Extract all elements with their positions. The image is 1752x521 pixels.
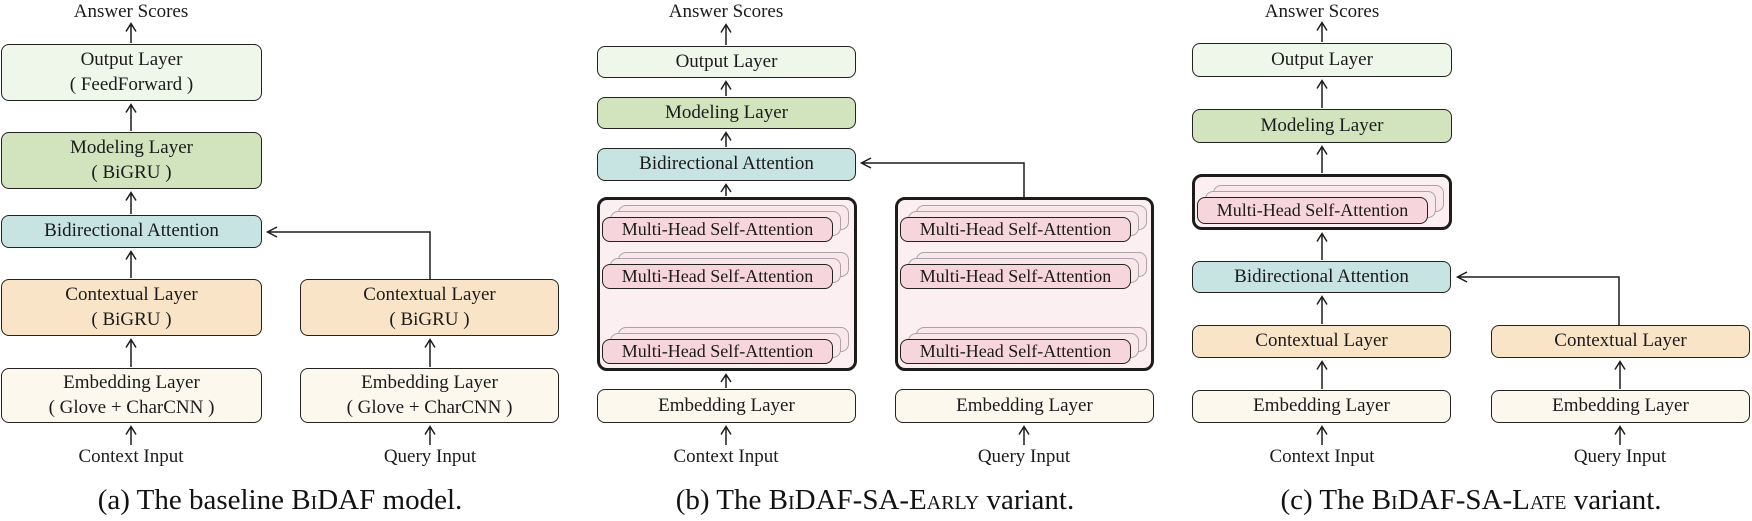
panel-c-context-contextual-title: Contextual Layer [1255,330,1388,352]
panel-a-modeling-layer-title: Modeling Layer [70,137,193,159]
panel-b-caption-post: variant. [979,484,1075,516]
panel-a-output-layer-title: Output Layer [80,49,183,71]
panel-b-qry-mhsa1-label: Multi-Head Self-Attention [919,219,1112,239]
panel-a-query-contextual-title: Contextual Layer [363,284,496,306]
panel-a-query-embedding-layer-box: Embedding Layer ( Glove + CharCNN ) [300,368,559,423]
panel-c-context-input-label: Context Input [1269,446,1375,467]
panel-c-query-contextual-title: Contextual Layer [1554,330,1687,352]
panel-c-caption-pre: (c) The [1280,484,1372,516]
panel-b-ctx-mhsa1-label: Multi-Head Self-Attention [621,219,814,239]
panel-b-bidirectional-attention-title: Bidirectional Attention [639,153,814,175]
panel-a-query-embedding-subtitle: ( Glove + CharCNN ) [346,396,513,418]
panel-c-output-layer-title: Output Layer [1271,48,1373,70]
panel-b-qry-mhsa2-label: Multi-Head Self-Attention [919,266,1112,286]
panel-b-ctx-mhsa3-label: Multi-Head Self-Attention [621,341,814,361]
panel-a-context-contextual-title: Contextual Layer [65,284,198,306]
panel-c-caption-post: variant. [1566,484,1662,516]
panel-a-context-contextual-subtitle: ( BiGRU ) [91,308,172,330]
panel-b-context-embedding-title: Embedding Layer [658,394,795,416]
panel-b-qry-mhsa2-card: Multi-Head Self-Attention [900,264,1131,289]
panel-a-output-layer-box: Output Layer ( FeedForward ) [1,44,262,101]
panel-a-query-input-label: Query Input [383,446,477,467]
panel-c-context-embedding-layer-box: Embedding Layer [1192,390,1451,423]
panel-a-caption-model-name: BiDAF [291,484,376,516]
panel-b-caption: (b) The BiDAF-SA-Early variant. [575,484,1175,517]
panel-c-context-contextual-layer-box: Contextual Layer [1192,325,1451,358]
panel-a-query-embedding-title: Embedding Layer [361,372,498,394]
panel-c-bidirectional-attention-box: Bidirectional Attention [1192,261,1451,293]
panel-b-query-self-attention-stack: Multi-Head Self-Attention Multi-Head Sel… [895,197,1154,371]
panel-b-output-layer-title: Output Layer [675,50,778,72]
panel-b-query-embedding-layer-box: Embedding Layer [895,389,1154,423]
panel-b-caption-model-name: BiDAF-SA-Early [768,484,980,516]
panel-c-query-embedding-layer-box: Embedding Layer [1491,390,1750,423]
panel-b-ctx-mhsa2-label: Multi-Head Self-Attention [621,266,814,286]
panel-c-modeling-layer-title: Modeling Layer [1260,114,1384,136]
panel-c-mhsa-label: Multi-Head Self-Attention [1216,200,1409,220]
panel-b-answer-scores-label: Answer Scores [668,1,784,22]
panel-a-context-contextual-layer-box: Contextual Layer ( BiGRU ) [1,279,262,336]
panel-b-modeling-layer-box: Modeling Layer [597,97,856,129]
panel-a-caption-post: model. [375,484,463,516]
panel-a-context-embedding-subtitle: ( Glove + CharCNN ) [48,396,215,418]
panel-b-ctx-mhsa2-card: Multi-Head Self-Attention [602,264,833,289]
panel-a-output-layer-subtitle: ( FeedForward ) [69,73,194,95]
panel-b-qry-mhsa3-label: Multi-Head Self-Attention [919,341,1112,361]
panel-c-context-embedding-title: Embedding Layer [1253,395,1390,417]
panel-b-qry-mhsa3-card: Multi-Head Self-Attention [900,339,1131,364]
panel-a-context-embedding-title: Embedding Layer [63,372,200,394]
panel-b-output-layer-box: Output Layer [597,46,856,78]
panel-c-query-contextual-layer-box: Contextual Layer [1491,325,1750,358]
panel-c-query-input-label: Query Input [1573,446,1667,467]
panel-c-query-embedding-title: Embedding Layer [1552,395,1689,417]
panel-b-context-embedding-layer-box: Embedding Layer [597,389,856,423]
panel-b-ctx-mhsa1-card: Multi-Head Self-Attention [602,217,833,242]
panel-c-modeling-layer-box: Modeling Layer [1192,109,1452,143]
panel-c-caption: (c) The BiDAF-SA-Late variant. [1171,484,1752,517]
panel-b-context-input-label: Context Input [673,446,779,467]
panel-b-modeling-layer-title: Modeling Layer [665,101,788,123]
panel-a-context-embedding-layer-box: Embedding Layer ( Glove + CharCNN ) [1,368,262,423]
panel-c-mhsa-card: Multi-Head Self-Attention [1197,197,1428,224]
panel-c-caption-model-name: BiDAF-SA-Late [1371,484,1567,516]
panel-a-bidirectional-attention-title: Bidirectional Attention [44,220,219,242]
panel-a-bidirectional-attention-box: Bidirectional Attention [1,215,262,248]
panel-c-self-attention-stack: Multi-Head Self-Attention [1192,174,1452,230]
panel-a-query-contextual-layer-box: Contextual Layer ( BiGRU ) [300,279,559,336]
panel-c-answer-scores-label: Answer Scores [1264,1,1380,22]
panel-b-query-input-label: Query Input [977,446,1071,467]
panel-c-bidirectional-attention-title: Bidirectional Attention [1234,265,1409,287]
panel-a-query-contextual-subtitle: ( BiGRU ) [389,308,470,330]
panel-b-caption-pre: (b) The [675,484,769,516]
panel-b-query-embedding-title: Embedding Layer [956,394,1093,416]
panel-c-output-layer-box: Output Layer [1192,43,1452,77]
panel-a-context-input-label: Context Input [78,446,184,467]
panel-a-modeling-layer-subtitle: ( BiGRU ) [91,161,172,183]
panel-b-qry-mhsa1-card: Multi-Head Self-Attention [900,217,1131,242]
panel-b-ctx-mhsa3-card: Multi-Head Self-Attention [602,339,833,364]
panel-a-answer-scores-label: Answer Scores [73,1,189,22]
panel-a-caption-pre: (a) The baseline [97,484,292,516]
panel-a-caption: (a) The baseline BiDAF model. [0,484,560,517]
panel-b-bidirectional-attention-box: Bidirectional Attention [597,148,856,181]
panel-b-context-self-attention-stack: Multi-Head Self-Attention Multi-Head Sel… [597,197,857,371]
panel-a-modeling-layer-box: Modeling Layer ( BiGRU ) [1,132,262,189]
